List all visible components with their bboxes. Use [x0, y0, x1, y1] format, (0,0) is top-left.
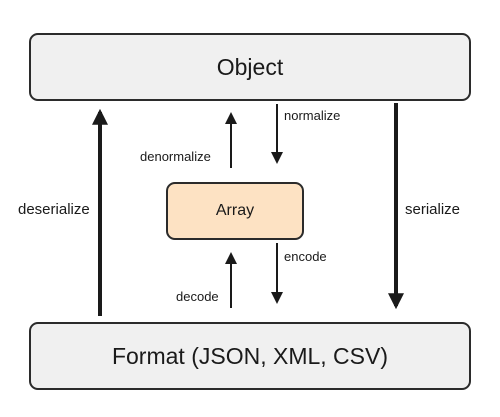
deserialize-label: deserialize [18, 201, 90, 218]
decode-label: decode [176, 289, 219, 304]
object-node-label: Object [216, 53, 284, 80]
format-node: Format (JSON, XML, CSV) [29, 322, 471, 390]
normalize-label: normalize [284, 108, 341, 123]
format-node-label: Format (JSON, XML, CSV) [111, 342, 389, 369]
encode-label: encode [284, 249, 327, 264]
serialize-label: serialize [405, 201, 461, 218]
object-node: Object [29, 33, 471, 101]
denormalize-label: denormalize [140, 149, 211, 164]
array-node-label: Array [215, 202, 255, 219]
array-node: Array [166, 182, 304, 240]
